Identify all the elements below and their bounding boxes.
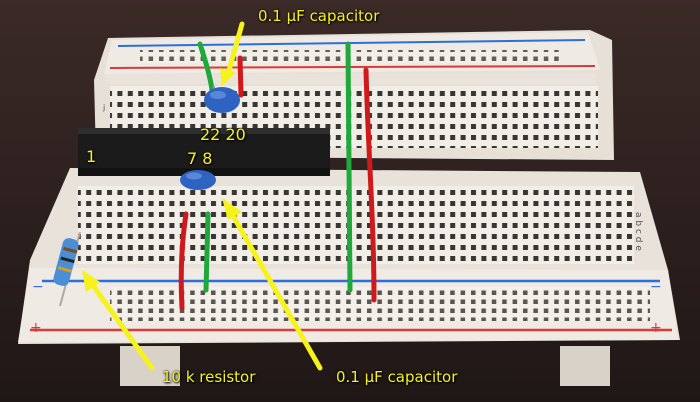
green-wires [197,41,353,293]
bottom-capacitor-label: 0.1 µF capacitor [336,368,458,386]
pins-7-8-label: 7 8 [187,149,213,168]
top-capacitor [204,86,240,113]
annotation-arrows [82,21,323,371]
svg-text:+: + [650,320,662,336]
svg-text:+: + [30,320,42,336]
bottom-capacitor [180,170,216,190]
svg-text:−: − [650,279,662,295]
resistor-label: 10 k resistor [162,368,256,386]
top-capacitor-label: 0.1 µF capacitor [258,7,380,25]
pins-22-20-label: 22 20 [200,125,246,144]
red-wires [178,55,377,311]
svg-text:a b c d e: a b c d e [633,212,643,251]
resistor [53,231,81,307]
svg-text:j: j [102,103,105,112]
svg-text:−: − [32,279,44,295]
pin-1-label: 1 [86,147,97,166]
